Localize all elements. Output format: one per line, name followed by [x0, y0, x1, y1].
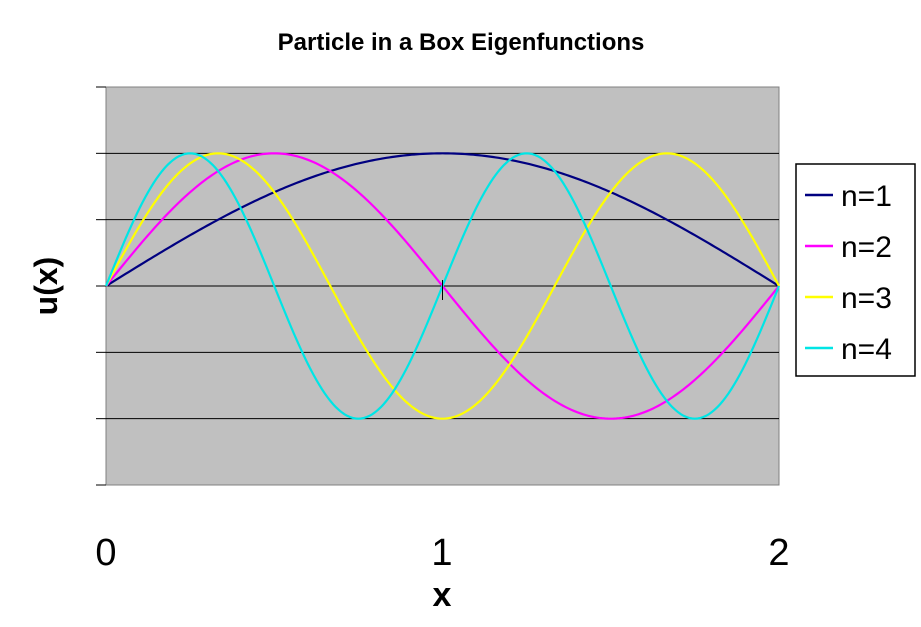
- x-tick-label-0: 0: [95, 532, 116, 574]
- legend-label-n1: n=1: [841, 180, 892, 213]
- y-axis-label: u(x): [28, 257, 64, 316]
- series-line-n3: [105, 152, 780, 420]
- x-tick-label-1: 1: [431, 532, 452, 574]
- series-layer: [104, 152, 781, 420]
- legend-label-n2: n=2: [841, 231, 892, 264]
- legend-label-n3: n=3: [841, 282, 892, 315]
- series-line-n1: [105, 152, 780, 287]
- legend-label-n4: n=4: [841, 333, 892, 366]
- legend-box: [795, 163, 916, 377]
- legend: n=1 n=2 n=3 n=4: [795, 163, 916, 377]
- chart-title: Particle in a Box Eigenfunctions: [278, 29, 645, 56]
- y-axis-ticks: [96, 86, 106, 486]
- x-tick-label-2: 2: [768, 532, 789, 574]
- x-axis-label: x: [433, 576, 452, 614]
